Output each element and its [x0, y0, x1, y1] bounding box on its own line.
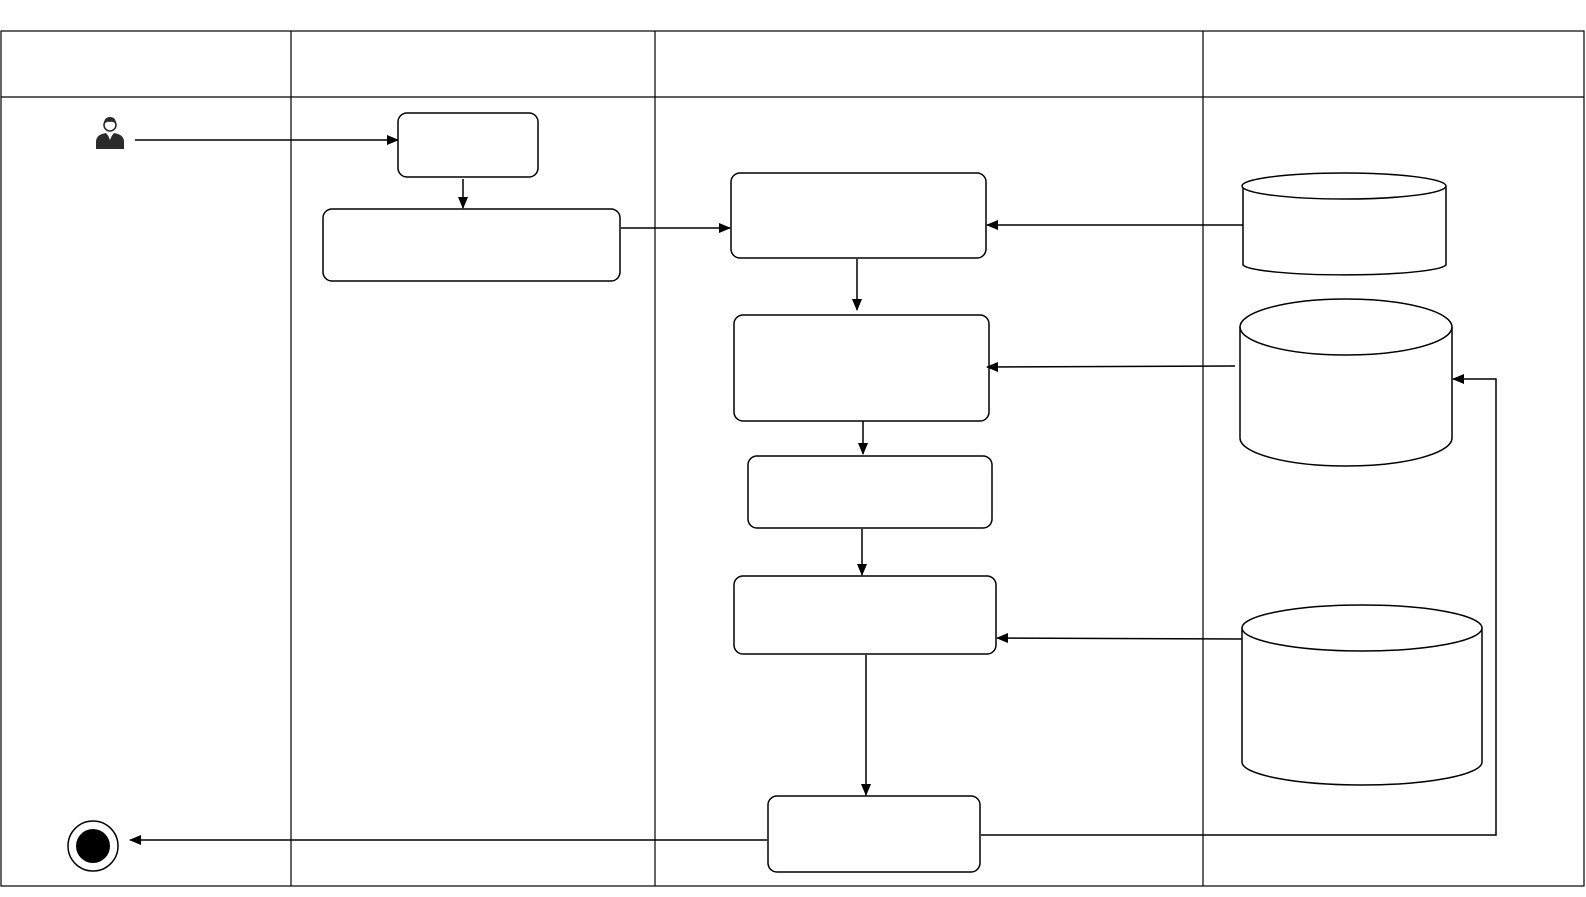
datastore-3 — [1241, 604, 1483, 786]
activity-node — [730, 172, 987, 259]
swimlane-frame — [0, 30, 1585, 887]
flow-arrow — [986, 361, 1236, 372]
feedback-arrow — [981, 374, 1497, 836]
datastore-2 — [1239, 298, 1453, 467]
activity-node — [767, 795, 981, 873]
connectors — [129, 135, 1497, 845]
activity-node — [322, 208, 621, 282]
activity-node — [733, 314, 990, 422]
activity-node — [733, 575, 997, 655]
end-node-icon — [67, 820, 119, 872]
lane-outer-border — [0, 30, 1585, 887]
datastore-1 — [1241, 172, 1447, 276]
user-icon — [96, 117, 124, 149]
activity-node — [397, 112, 539, 178]
activity-node — [747, 455, 993, 529]
flow-arrow — [996, 633, 1243, 644]
activities — [322, 112, 997, 873]
